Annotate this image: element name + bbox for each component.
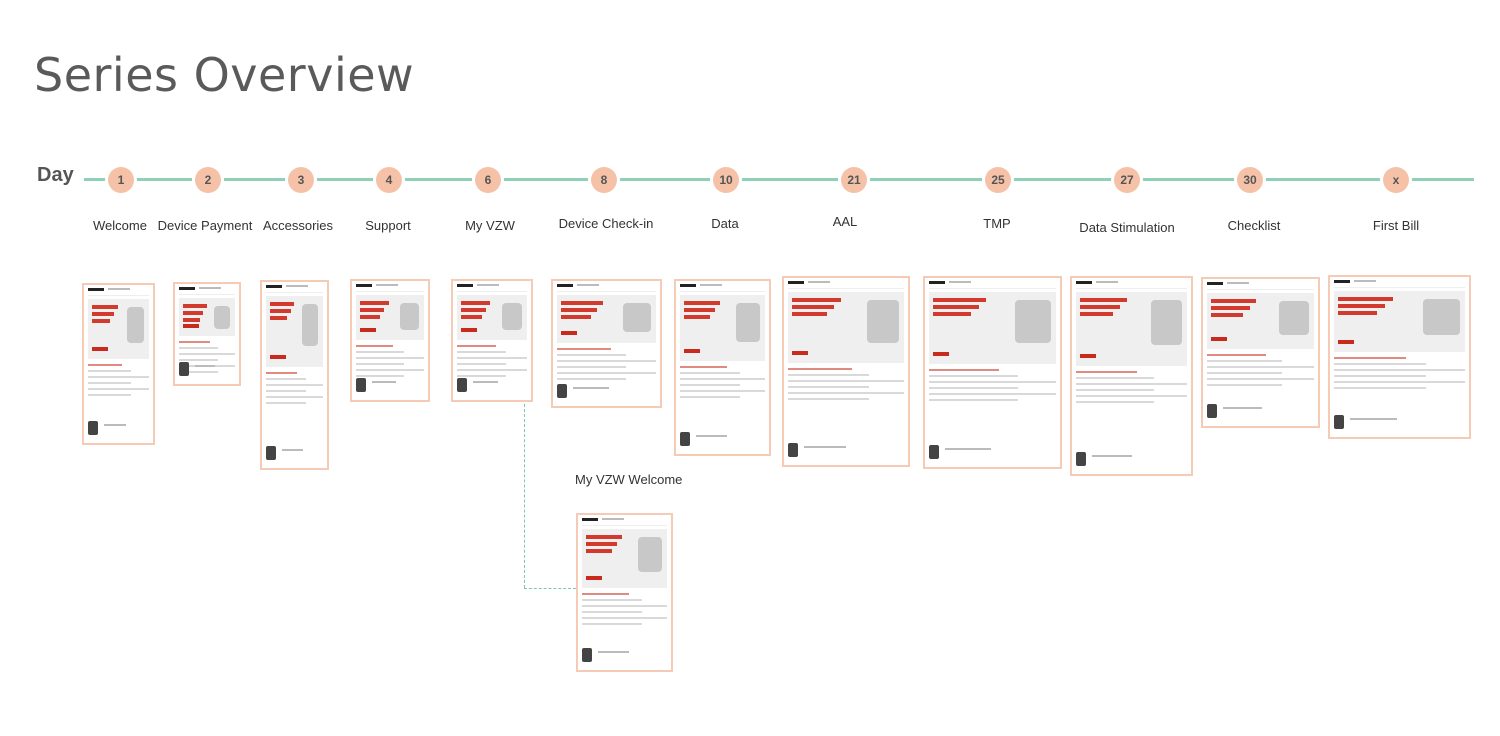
email-thumbnail <box>674 279 771 456</box>
email-thumbnail <box>1070 276 1193 476</box>
step-label: Device Payment <box>157 218 253 233</box>
day-node: 3 <box>288 167 314 193</box>
day-node: 2 <box>195 167 221 193</box>
step-label: My VZW <box>465 218 515 233</box>
branch-connector-vertical <box>524 404 525 588</box>
step-label: Data Stimulation <box>1079 220 1175 235</box>
email-thumbnail <box>350 279 430 402</box>
email-thumbnail <box>173 282 241 386</box>
email-thumbnail <box>1328 275 1471 439</box>
email-thumbnail <box>260 280 329 470</box>
day-node: 30 <box>1237 167 1263 193</box>
page-title: Series Overview <box>34 48 415 102</box>
step-label: Device Check-in <box>558 216 654 231</box>
email-thumbnail <box>82 283 155 445</box>
email-thumbnail <box>451 279 533 402</box>
step-label: First Bill <box>1372 218 1420 233</box>
step-label: Checklist <box>1227 218 1281 233</box>
timeline-line <box>84 178 1474 181</box>
day-node: 6 <box>475 167 501 193</box>
step-label: AAL <box>832 214 858 229</box>
day-node: 27 <box>1114 167 1140 193</box>
day-node: 21 <box>841 167 867 193</box>
email-thumbnail <box>923 276 1062 469</box>
step-label: Data <box>711 216 739 231</box>
step-label: Accessories <box>262 218 334 233</box>
email-thumbnail <box>782 276 910 467</box>
day-node: 10 <box>713 167 739 193</box>
email-thumbnail <box>1201 277 1320 428</box>
branch-connector-horizontal <box>524 588 576 589</box>
email-thumbnail <box>576 513 673 672</box>
timeline-day-label: Day <box>37 164 74 186</box>
step-label: TMP <box>983 216 1011 231</box>
step-label: Welcome <box>93 218 147 233</box>
day-node: 1 <box>108 167 134 193</box>
step-label: Support <box>365 218 411 233</box>
day-node: 4 <box>376 167 402 193</box>
day-node: x <box>1383 167 1409 193</box>
branch-label: My VZW Welcome <box>575 472 683 487</box>
day-node: 25 <box>985 167 1011 193</box>
day-node: 8 <box>591 167 617 193</box>
email-thumbnail <box>551 279 662 408</box>
